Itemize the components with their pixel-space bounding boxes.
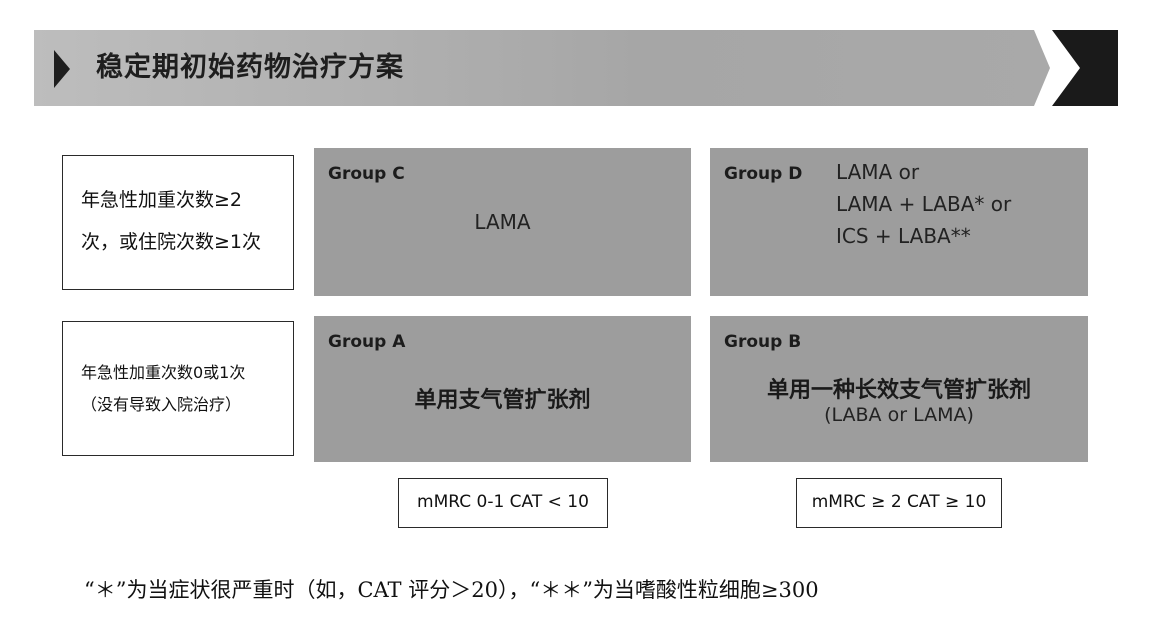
row-label-low-risk: 年急性加重次数0或1次 （没有导致入院治疗） xyxy=(62,321,294,456)
group-a-cell: Group A 单用支气管扩张剂 xyxy=(314,316,691,462)
row-label-high-risk: 年急性加重次数≥2 次，或住院次数≥1次 xyxy=(62,155,294,290)
row-label-line: 年急性加重次数≥2 xyxy=(81,188,243,211)
group-c-cell: Group C LAMA xyxy=(314,148,691,296)
row-label-line: 次，或住院次数≥1次 xyxy=(81,230,262,253)
group-b-cell: Group B 单用一种长效支气管扩张剂 (LABA or LAMA) xyxy=(710,316,1088,462)
treatment-option: LAMA + LABA* or xyxy=(836,192,1012,216)
row-label-line: （没有导致入院治疗） xyxy=(81,394,242,414)
treatment-option: ICS + LABA** xyxy=(836,224,971,248)
column-label-low-symptoms: mMRC 0-1 CAT < 10 xyxy=(398,478,608,528)
group-label: Group C xyxy=(328,164,405,184)
group-label: Group D xyxy=(724,164,803,184)
group-d-cell: Group D LAMA or LAMA + LABA* or ICS + LA… xyxy=(710,148,1088,296)
row-label-line: 年急性加重次数0或1次 xyxy=(81,362,246,382)
column-label-high-symptoms: mMRC ≥ 2 CAT ≥ 10 xyxy=(796,478,1002,528)
treatment-option: LAMA or xyxy=(836,160,920,184)
group-label: Group B xyxy=(724,332,802,352)
footnote: “＊”为当症状很严重时（如，CAT 评分＞20），“＊＊”为当嗜酸性粒细胞≥30… xyxy=(84,578,819,602)
triangle-marker-icon xyxy=(54,50,70,88)
group-treatment: LAMA xyxy=(474,210,531,234)
page-title: 稳定期初始药物治疗方案 xyxy=(96,52,404,83)
group-treatment: 单用一种长效支气管扩张剂 xyxy=(766,378,1031,403)
title-banner xyxy=(34,30,1050,106)
chevron-right-icon xyxy=(1052,30,1118,106)
group-treatment-detail: (LABA or LAMA) xyxy=(824,404,974,426)
group-label: Group A xyxy=(328,332,406,352)
group-treatment: 单用支气管扩张剂 xyxy=(414,388,591,413)
group-treatment-list: LAMA or LAMA + LABA* or ICS + LABA** xyxy=(836,156,1011,252)
